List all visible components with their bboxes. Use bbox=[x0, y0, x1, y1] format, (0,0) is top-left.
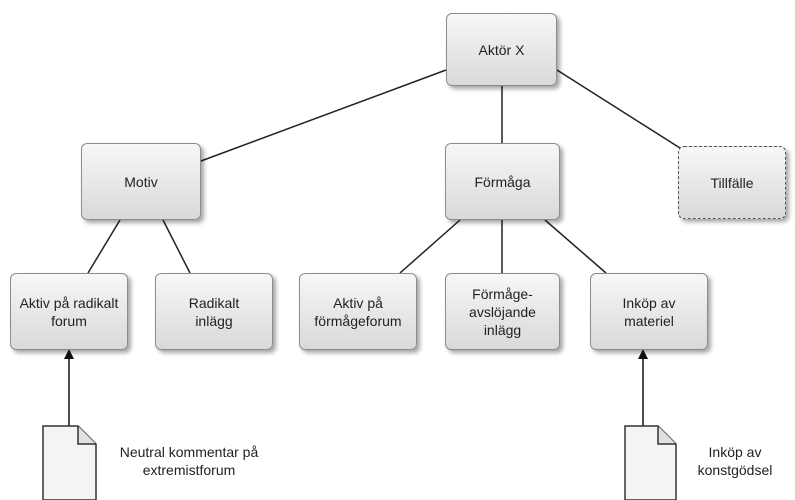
edge-aktor-motiv bbox=[200, 69, 447, 162]
node-label: Aktiv på förmågeforum bbox=[314, 294, 402, 329]
node-tillfalle[interactable]: Tillfälle bbox=[678, 146, 786, 219]
document-icon bbox=[42, 425, 97, 500]
node-label: Förmåga bbox=[474, 173, 531, 190]
node-label: Motiv bbox=[124, 173, 158, 190]
edge-formaga-inkop-materiel bbox=[544, 219, 607, 274]
node-inkop-av-materiel[interactable]: Inköp av materiel bbox=[590, 273, 708, 350]
node-aktor-x[interactable]: Aktör X bbox=[446, 13, 557, 86]
edge-aktor-tillfalle bbox=[556, 69, 681, 149]
node-label: Radikalt inlägg bbox=[188, 294, 240, 329]
node-label: Inköp av materiel bbox=[622, 294, 676, 329]
node-label: Tillfälle bbox=[710, 174, 754, 191]
document-label-text: Inköp av konstgödsel bbox=[697, 444, 773, 478]
edge-motiv-aktiv-radikalt bbox=[87, 219, 121, 274]
node-label: Förmåge-avslöjande inlägg bbox=[469, 285, 536, 338]
edge-motiv-radikalt-inlagg bbox=[162, 219, 191, 274]
node-motiv[interactable]: Motiv bbox=[81, 143, 201, 220]
node-radikalt-inlagg[interactable]: Radikalt inlägg bbox=[155, 273, 273, 350]
node-aktiv-radikalt-forum[interactable]: Aktiv på radikalt forum bbox=[10, 273, 128, 350]
document-label-text: Neutral kommentar på extremistforum bbox=[119, 444, 259, 478]
node-label: Aktör X bbox=[478, 41, 525, 58]
document-icon bbox=[624, 425, 677, 500]
node-label: Aktiv på radikalt forum bbox=[19, 294, 119, 329]
edge-formaga-aktiv-formageforum bbox=[399, 219, 461, 274]
node-formaga[interactable]: Förmåga bbox=[445, 143, 560, 220]
document-label-neutral-kommentar: Neutral kommentar på extremistforum bbox=[98, 443, 280, 479]
node-formage-avslojande-inlagg[interactable]: Förmåge-avslöjande inlägg bbox=[445, 273, 560, 350]
document-label-inkop-konstgodsel: Inköp av konstgödsel bbox=[680, 443, 790, 479]
node-aktiv-formageforum[interactable]: Aktiv på förmågeforum bbox=[299, 273, 417, 350]
